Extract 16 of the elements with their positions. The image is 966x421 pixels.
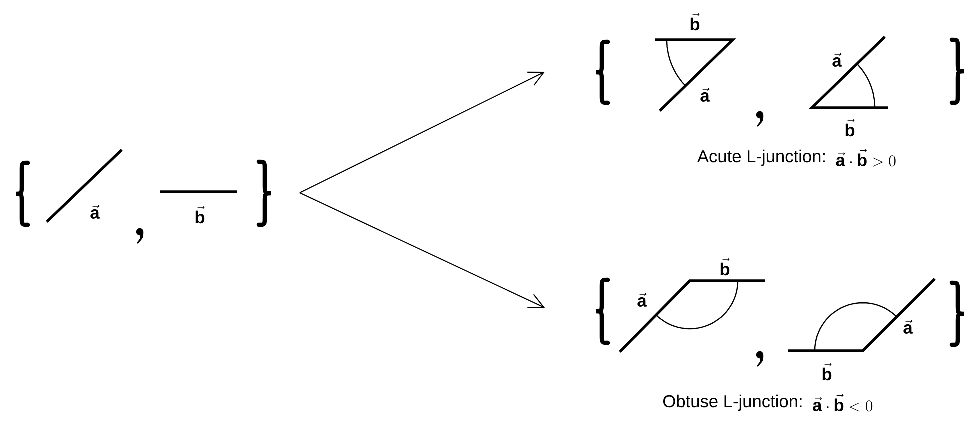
vector-label: $\vec{\mathbf{b}}$ [822, 363, 832, 381]
vector-label: $\vec{\mathbf{b}}$ [196, 206, 205, 224]
vector-label: $\vec{\mathbf{a}}$ [832, 53, 842, 67]
vector-label: $\vec{\mathbf{b}}$ [720, 258, 730, 276]
arrow [300, 192, 546, 308]
vector-label: $\vec{\mathbf{b}}$ [846, 119, 855, 137]
vector-label: $\vec{\mathbf{a}}$ [638, 293, 647, 307]
vector-label: $\vec{\mathbf{a}}$ [90, 205, 100, 219]
node-label: Acute L-junction: [698, 150, 825, 166]
arrow [300, 72, 546, 194]
node-label-formula: $\vec{\mathbf{a}}\cdot\vec{\mathbf{b}} < 0$ [813, 394, 873, 412]
node-label-formula: $\vec{\mathbf{a}}\cdot\vec{\mathbf{b}} > 0$ [836, 149, 896, 167]
node-label: Obtuse L-junction: [664, 394, 802, 412]
vector-label: $\vec{\mathbf{b}}$ [690, 13, 700, 31]
vector-label: $\vec{\mathbf{a}}$ [700, 88, 710, 102]
vector-label: $\vec{\mathbf{a}}$ [904, 320, 913, 334]
